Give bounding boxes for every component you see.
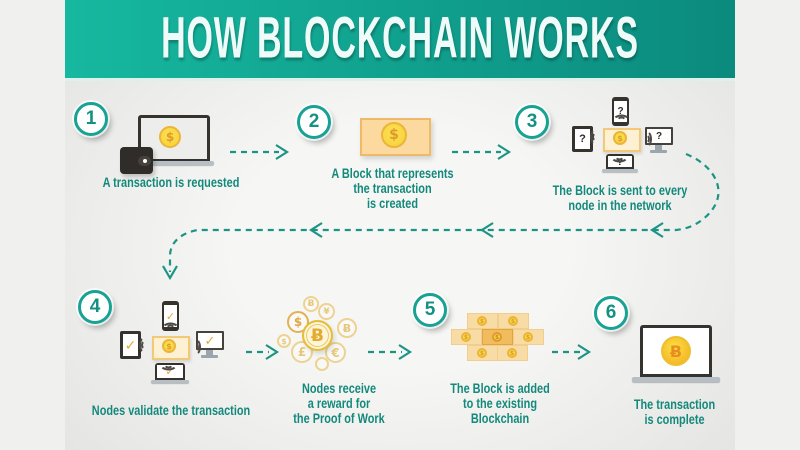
step-4-caption: Nodes validate the transaction bbox=[91, 402, 251, 418]
step-4-badge: 4 bbox=[78, 290, 112, 324]
bitcoin-coin-icon: Ƀ bbox=[303, 296, 319, 312]
bitcoin-coin-icon: Ƀ bbox=[302, 320, 333, 351]
bitcoin-coin-icon: Ƀ bbox=[337, 318, 357, 338]
dollar-coin-icon: $ bbox=[613, 131, 627, 145]
check-icon: ✓ bbox=[198, 333, 222, 348]
dollar-coin-icon: $ bbox=[492, 332, 502, 342]
monitor-icon: ✓ bbox=[196, 331, 224, 350]
coin-icon bbox=[315, 357, 329, 371]
euro-coin-icon: € bbox=[325, 342, 346, 363]
dollar-coin-icon: $ bbox=[523, 332, 533, 342]
question-mark-icon: ? bbox=[647, 129, 671, 143]
signal-icon bbox=[162, 358, 178, 369]
dollar-coin-icon: $ bbox=[508, 316, 518, 326]
step-6: 6 Ƀ The transaction is complete bbox=[592, 285, 757, 427]
step-3: 3 ? ? ? ? $ The Block is sent to every n… bbox=[510, 95, 730, 215]
step-3-badge: 3 bbox=[515, 105, 549, 139]
step-3-caption: The Block is sent to every node in the n… bbox=[552, 182, 688, 213]
infographic-canvas: HOW BLOCKCHAIN WORKS 1 $ A transac bbox=[65, 0, 735, 450]
dollar-coin-icon: $ bbox=[461, 332, 471, 342]
question-mark-icon: ? bbox=[575, 129, 590, 149]
laptop-icon bbox=[640, 325, 712, 377]
yen-coin-icon: ¥ bbox=[318, 303, 335, 320]
signal-icon bbox=[188, 338, 201, 356]
dollar-coin-icon: $ bbox=[159, 126, 181, 148]
step-6-badge: 6 bbox=[594, 296, 628, 330]
step-5-caption: The Block is added to the existing Block… bbox=[450, 380, 550, 426]
signal-icon bbox=[592, 130, 603, 146]
header-banner: HOW BLOCKCHAIN WORKS bbox=[65, 0, 735, 81]
dollar-coin-icon: $ bbox=[162, 339, 176, 353]
step-1: 1 $ A transaction is requested bbox=[65, 95, 277, 210]
signal-icon bbox=[639, 130, 652, 148]
step-4: 4 ✓ ✓ ✓ ✓ $ Nodes validate the transacti… bbox=[65, 285, 277, 420]
signal-icon bbox=[613, 117, 629, 128]
step-6-caption: The transaction is complete bbox=[633, 396, 716, 427]
dollar-coin-icon: $ bbox=[277, 334, 291, 348]
step-2: 2 $ A Block that represents the transact… bbox=[295, 100, 490, 215]
monitor-icon: ? bbox=[645, 127, 673, 145]
dollar-coin-icon: $ bbox=[477, 348, 487, 358]
dollar-coin-icon: $ bbox=[477, 316, 487, 326]
signal-icon bbox=[162, 325, 178, 336]
check-icon: ✓ bbox=[164, 305, 177, 327]
signal-icon bbox=[141, 338, 152, 354]
wallet-icon bbox=[120, 147, 153, 174]
dollar-coin-icon: $ bbox=[381, 122, 407, 148]
step-2-caption: A Block that represents the transaction … bbox=[331, 165, 454, 211]
dollar-coin-icon: $ bbox=[507, 348, 517, 358]
signal-icon bbox=[613, 150, 629, 161]
step-1-badge: 1 bbox=[74, 102, 108, 136]
step-1-caption: A transaction is requested bbox=[102, 174, 240, 190]
step-5-badge: 5 bbox=[413, 293, 447, 327]
tablet-icon: ? bbox=[572, 126, 593, 152]
page-title: HOW BLOCKCHAIN WORKS bbox=[161, 6, 639, 71]
bitcoin-coin-icon: Ƀ bbox=[661, 336, 691, 366]
tablet-icon: ✓ bbox=[120, 331, 141, 359]
reward-caption: Nodes receive a reward for the Proof of … bbox=[293, 380, 385, 426]
reward-group: Ƀ ¥ $ Ƀ $ £ € Ƀ Nodes receive a reward f… bbox=[265, 295, 413, 426]
check-icon: ✓ bbox=[123, 334, 138, 356]
step-5: 5 $ $ $ $ $ $ $ The Block is added to th… bbox=[410, 285, 590, 426]
step-2-badge: 2 bbox=[297, 105, 331, 139]
